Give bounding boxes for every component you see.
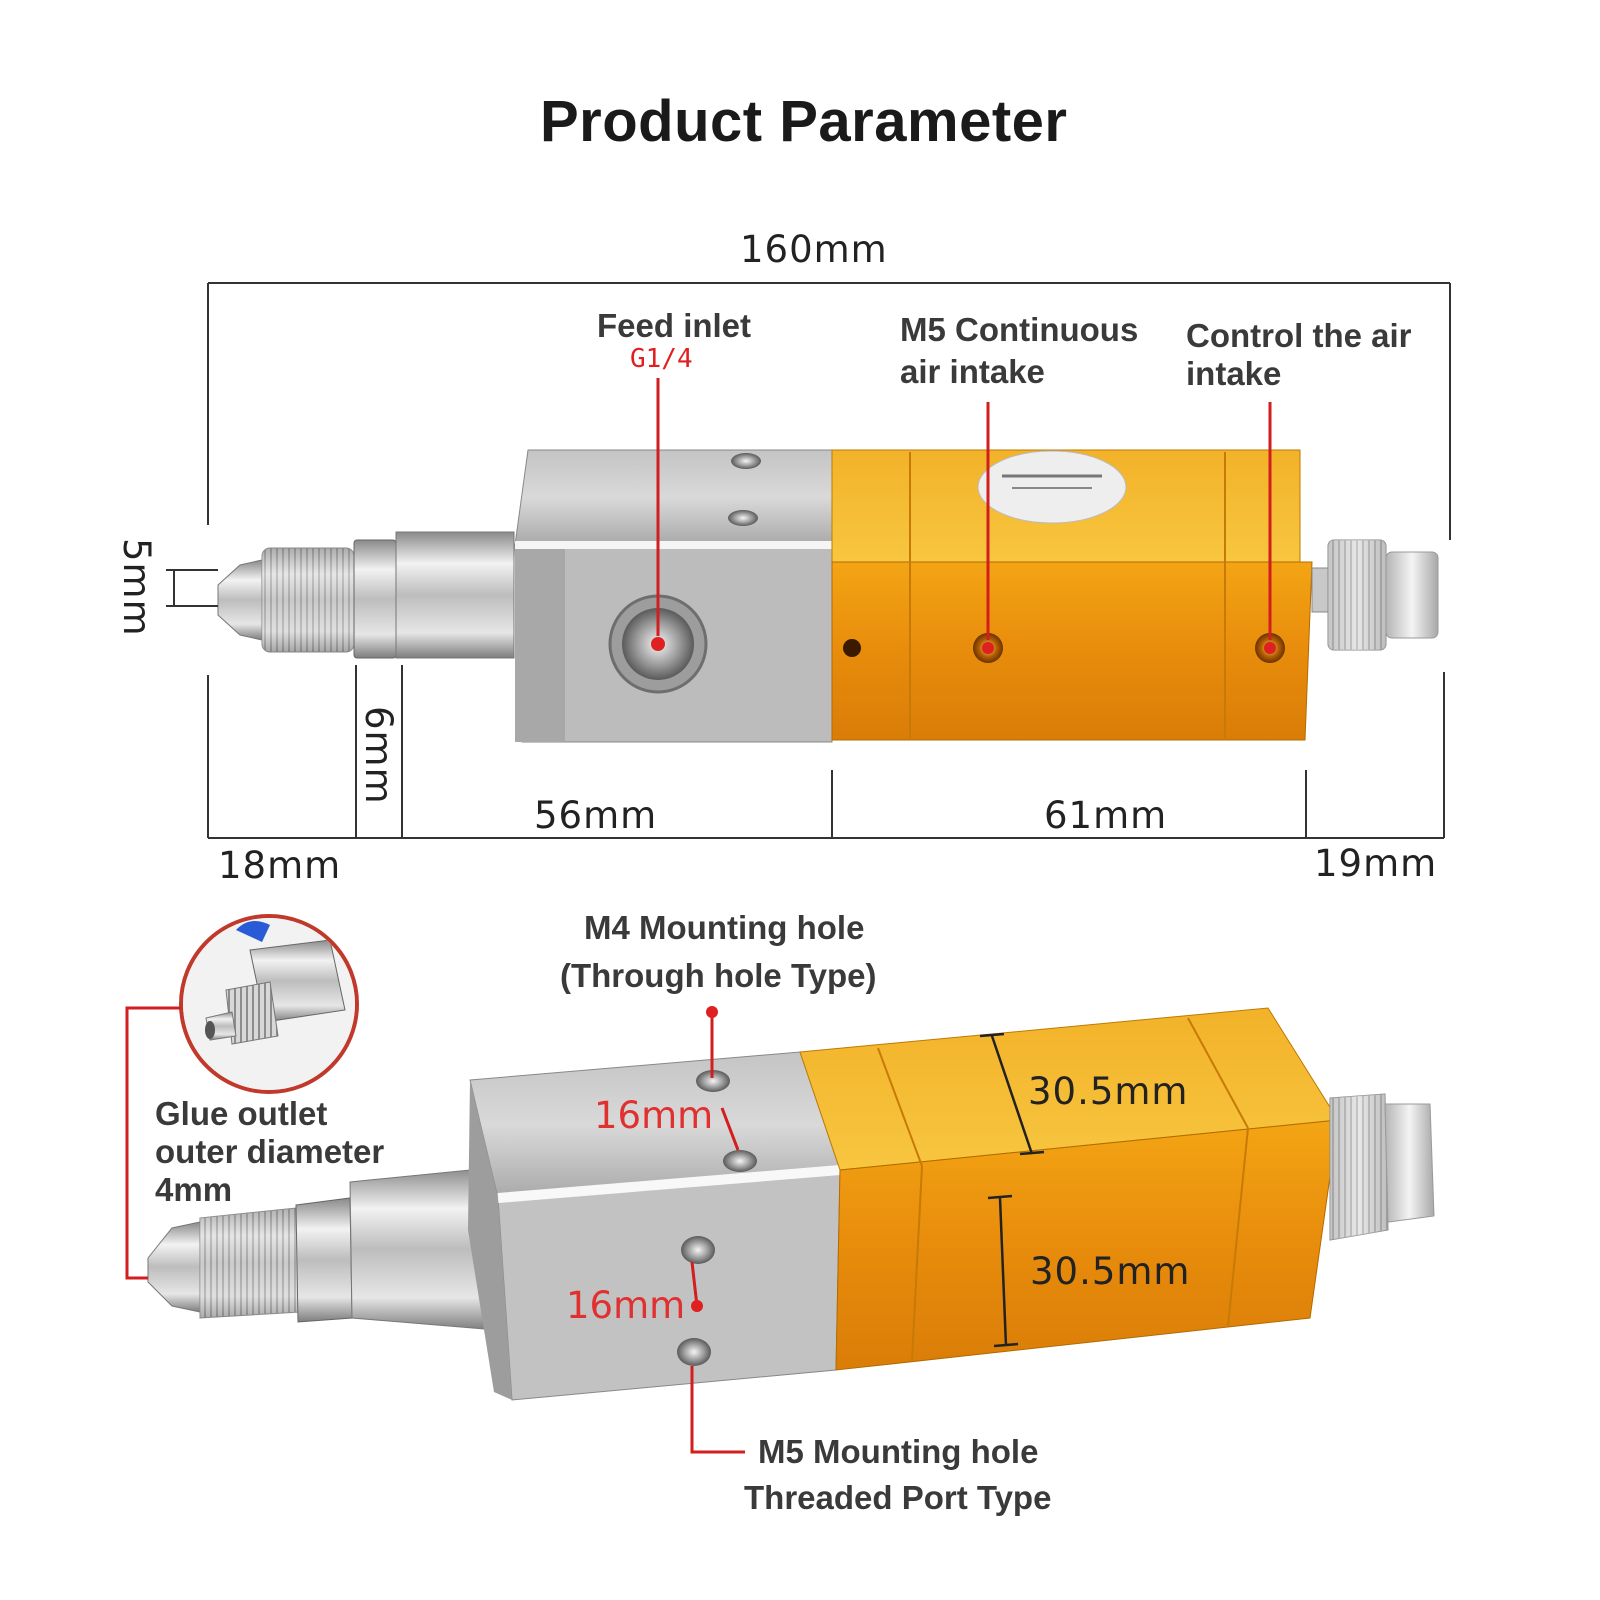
bottom-view-product [147, 1007, 1435, 1401]
glue-outlet-inset [179, 914, 359, 1094]
nozzle-length-dim: 18mm [218, 844, 342, 887]
bottom-dimension-lines [979, 1032, 1045, 1348]
top-dimension-lines [166, 282, 1451, 839]
tip-diameter-dim: 5mm [115, 538, 158, 637]
hole-spacing-bottom: 16mm [566, 1284, 686, 1327]
control-air-line1: Control the air [1186, 317, 1412, 354]
silver-body-length-dim: 56mm [534, 794, 658, 837]
page-title: Product Parameter [540, 89, 1068, 154]
m5-hole-line1: M5 Mounting hole [758, 1433, 1039, 1470]
feed-inlet-thread: G1/4 [630, 344, 693, 374]
continuous-air-line1: M5 Continuous [900, 311, 1139, 348]
glue-outlet-line1: Glue outlet [155, 1095, 328, 1132]
m4-hole-line1: M4 Mounting hole [584, 909, 865, 946]
height-top-dim: 30.5mm [1028, 1070, 1189, 1113]
feed-inlet-label: Feed inlet [597, 307, 752, 344]
height-bottom-dim: 30.5mm [1030, 1250, 1191, 1293]
top-callout-lines [656, 378, 1272, 640]
callout-dots [691, 1006, 718, 1312]
control-air-line2: intake [1186, 355, 1282, 392]
overall-length-dim: 160mm [740, 228, 888, 271]
glue-outlet-line2: outer diameter [155, 1133, 385, 1170]
continuous-air-line2: air intake [900, 353, 1045, 390]
gold-body-length-dim: 61mm [1044, 794, 1168, 837]
knob-length-dim: 19mm [1314, 842, 1438, 885]
bottom-callout-lines [125, 1006, 745, 1454]
m5-hole-line2: Threaded Port Type [744, 1479, 1052, 1516]
top-view-product [217, 449, 1439, 743]
hole-spacing-top: 16mm [594, 1094, 714, 1137]
nut-width-dim: 6mm [357, 706, 400, 805]
m4-hole-line2: (Through hole Type) [560, 957, 877, 994]
glue-outlet-line3: 4mm [155, 1171, 233, 1208]
